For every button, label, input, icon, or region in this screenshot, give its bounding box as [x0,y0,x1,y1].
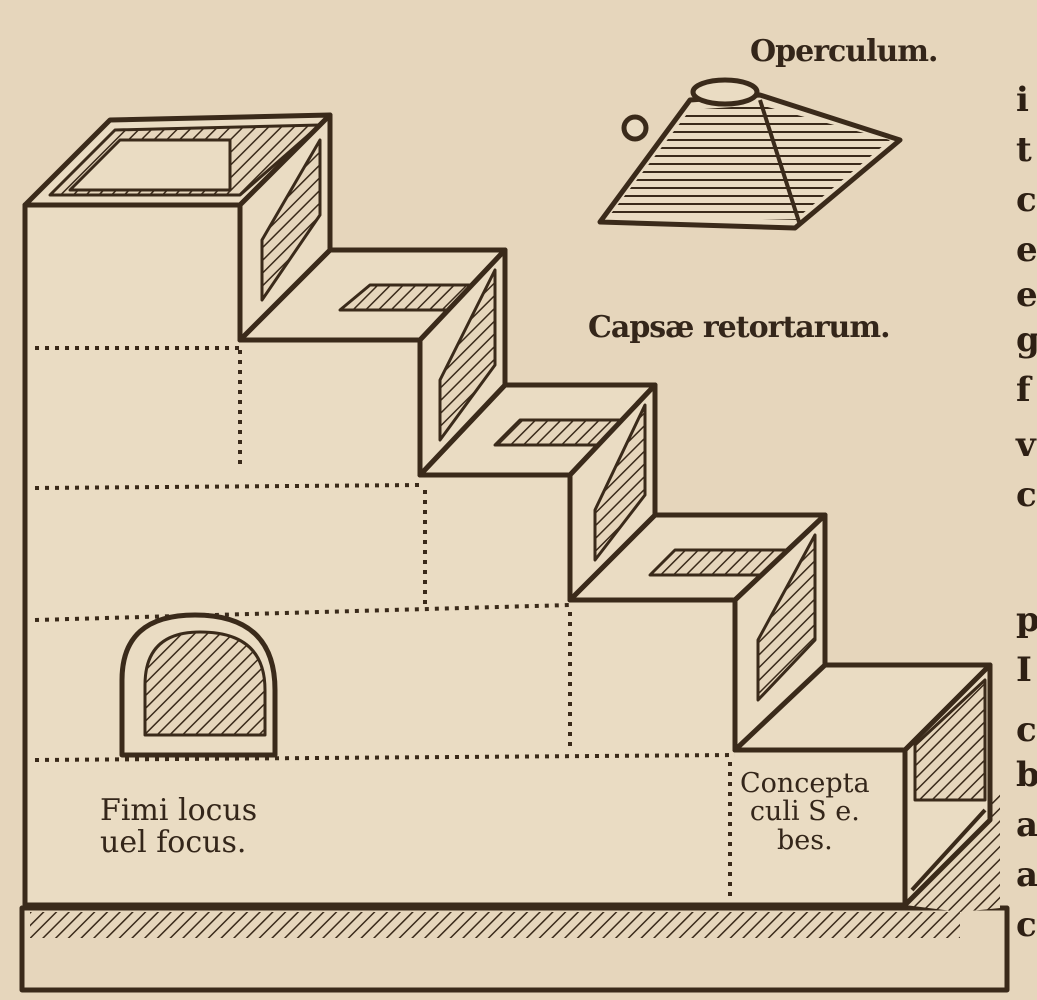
margin-letter: a [1016,805,1037,845]
margin-letter: c [1016,180,1037,220]
margin-letter: c [1016,710,1037,750]
margin-letter: f [1016,370,1031,410]
margin-letter: c [1016,475,1037,515]
margin-letter: c [1016,905,1037,945]
base-slab [19,790,1010,993]
margin-letter: i [1016,80,1029,120]
margin-letter: v [1016,425,1036,465]
margin-letter: a [1016,855,1037,895]
label-operculum: Operculum. [750,34,938,69]
margin-letter: g [1016,320,1037,360]
label-line: bes. [776,824,833,856]
margin-letter: p [1016,600,1037,640]
margin-letter: e [1016,275,1037,315]
label-line: uel focus. [100,824,247,860]
operculum-lid [597,77,903,231]
label-conceptaculi: Concepta culi S e. bes. [740,768,870,856]
label-line: Concepta [740,768,870,799]
margin-letter: e [1016,230,1037,270]
margin-letter: b [1016,755,1037,795]
margin-letter: I [1016,650,1032,690]
label-line: Fimi locus [100,793,258,828]
margin-letter: t [1016,130,1032,170]
label-line: culi S e. [749,796,860,828]
label-fimi-locus: Fimi locus uel focus. [100,795,257,858]
label-capsae-retortarum: Capsæ retortarum. [588,310,891,345]
